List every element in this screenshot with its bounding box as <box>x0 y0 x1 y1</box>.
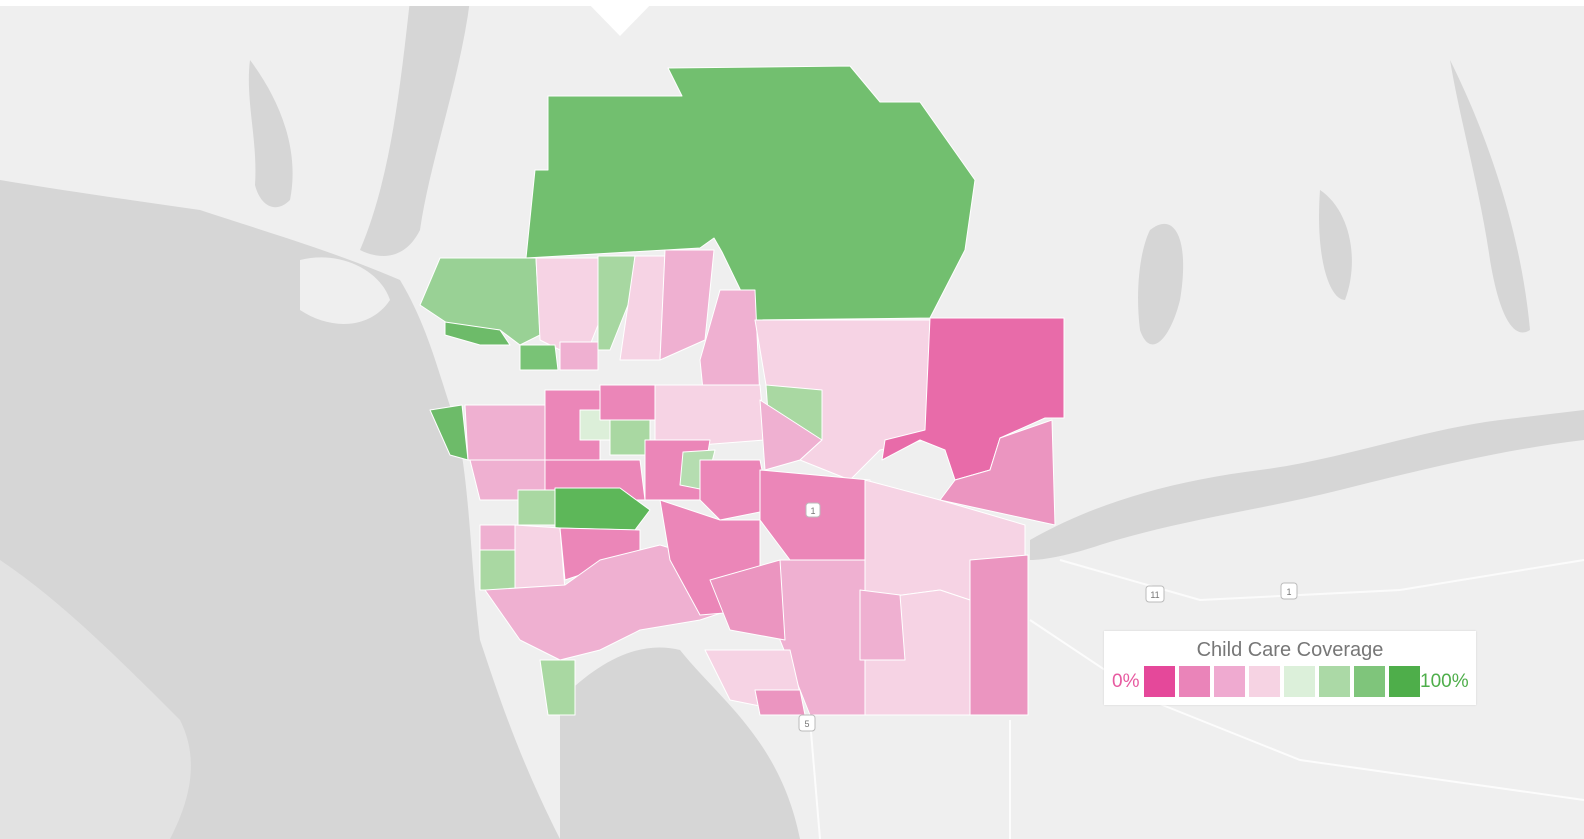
roads-layer <box>809 559 1584 839</box>
legend-swatch <box>1214 666 1245 697</box>
shield-5-label: 5 <box>804 719 809 729</box>
island-west <box>300 257 390 324</box>
lake-east-2 <box>1138 223 1184 345</box>
north-channel <box>248 60 293 208</box>
region-tsawwassen-green <box>539 659 576 716</box>
region-richmond-2 <box>514 524 566 591</box>
region-langley-east <box>969 554 1029 716</box>
shield-1-west <box>805 502 821 518</box>
shield-1-west-label: 1 <box>810 506 815 516</box>
region-delta <box>484 544 731 661</box>
highway-shields: 11 1 5 1 <box>798 502 1298 732</box>
island-south <box>0 560 191 839</box>
legend-swatch <box>1144 666 1175 697</box>
region-richmond-green <box>479 549 516 591</box>
legend-title: Child Care Coverage <box>1196 639 1384 661</box>
region-new-west <box>699 459 771 521</box>
southern-water <box>560 647 800 839</box>
shield-11-label: 11 <box>1150 590 1159 600</box>
region-nv-2 <box>597 255 636 351</box>
legend-swatch <box>1389 666 1420 697</box>
strait-water <box>0 180 560 839</box>
region-burnaby-1 <box>654 384 766 446</box>
top-strip <box>0 0 1584 6</box>
top-frame <box>0 0 1584 36</box>
region-downtown <box>464 404 546 461</box>
legend-swatch <box>1249 666 1280 697</box>
region-nv-5 <box>559 341 599 371</box>
road-4 <box>809 719 821 839</box>
shield-5 <box>798 714 816 732</box>
region-white-rock-2 <box>754 689 806 716</box>
region-north-delta <box>709 559 786 641</box>
shield-1-label: 1 <box>1286 587 1291 597</box>
region-nv-4 <box>659 249 715 361</box>
legend-swatch <box>1354 666 1385 697</box>
legend-swatch <box>1319 666 1350 697</box>
region-richmond-1 <box>479 524 516 551</box>
shield-1 <box>1280 582 1298 600</box>
legend-max-label: 100% <box>1420 671 1469 692</box>
lake-east-1 <box>1450 60 1530 333</box>
region-wv-shore <box>444 321 511 346</box>
legend-min-label: 0% <box>1112 671 1140 692</box>
shield-11 <box>1145 585 1165 603</box>
legend-swatch <box>1179 666 1210 697</box>
river-east <box>1030 410 1584 560</box>
region-nv-1 <box>535 257 601 351</box>
region-cloverdale <box>859 589 906 661</box>
legend-swatch <box>1284 666 1315 697</box>
region-airport-green <box>517 489 561 526</box>
road-1 <box>1029 619 1584 801</box>
legend-swatches <box>1144 666 1420 697</box>
region-van-2 <box>599 384 656 421</box>
region-sea-island <box>554 487 651 531</box>
region-van-green-2 <box>609 419 651 456</box>
inlet-water <box>360 0 470 256</box>
legend: Child Care Coverage 0% 100% <box>1104 631 1476 705</box>
top-pointer <box>585 0 655 36</box>
road-3 <box>1059 559 1584 602</box>
region-nv-green <box>519 344 559 371</box>
lake-east-3 <box>1319 190 1352 300</box>
